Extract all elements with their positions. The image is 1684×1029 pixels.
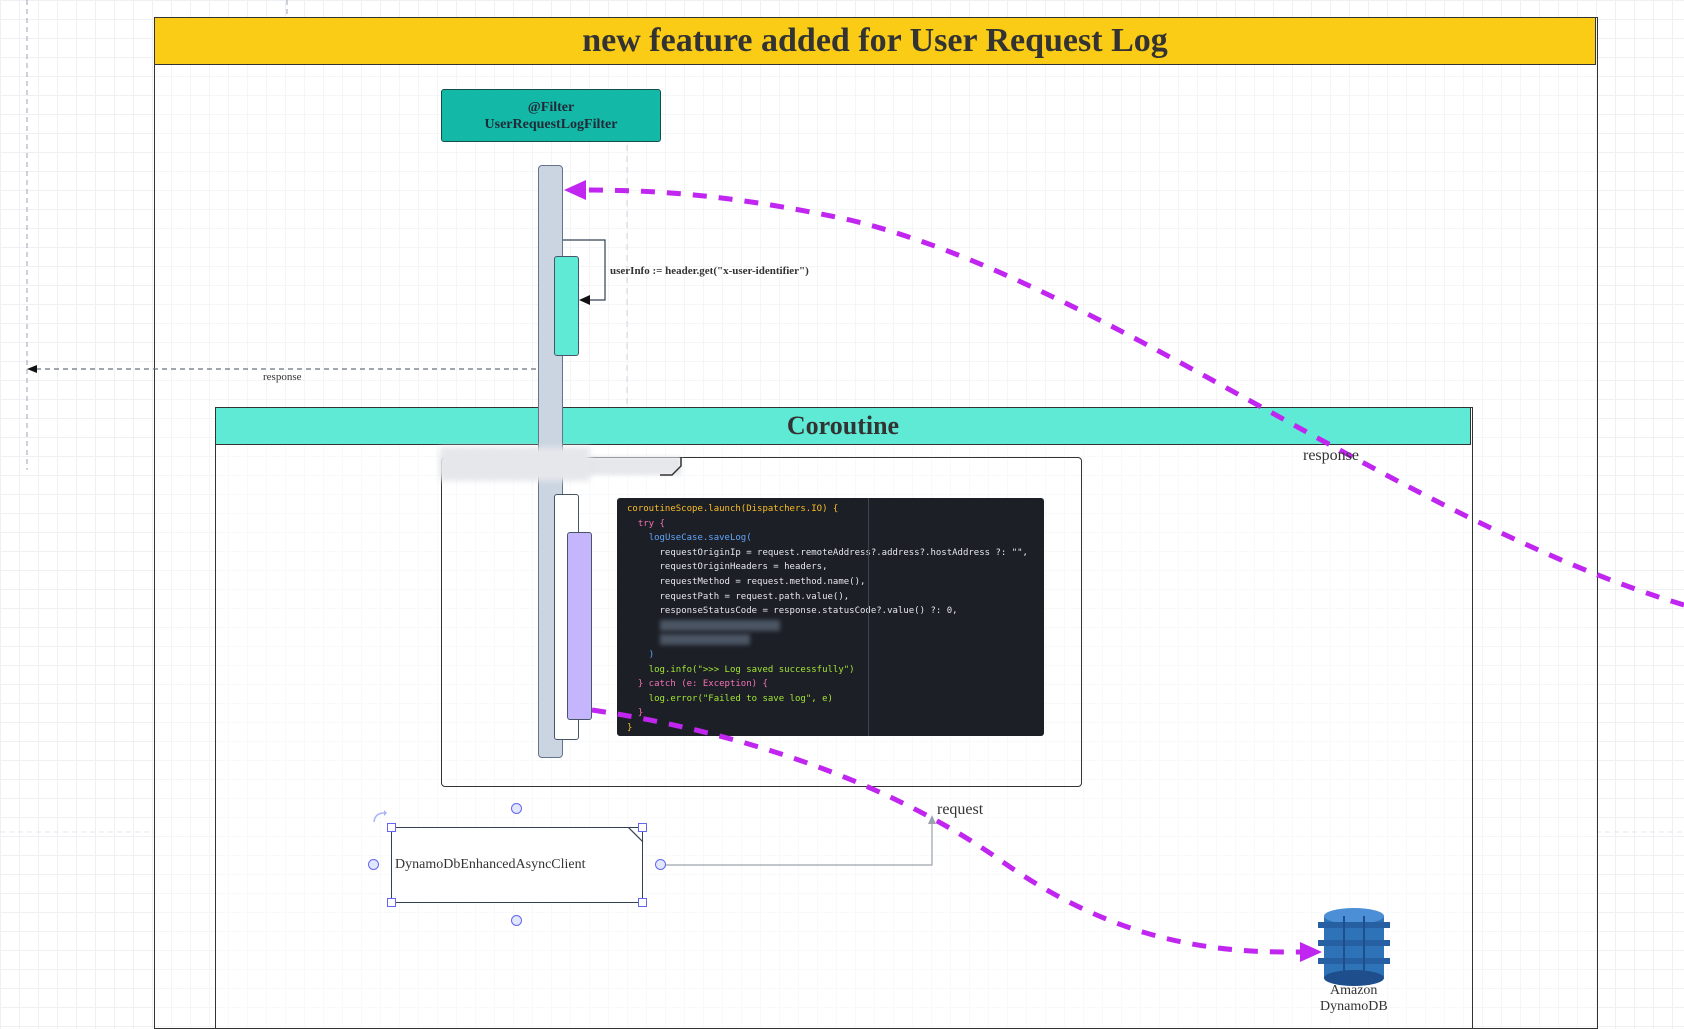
filter-name: UserRequestLogFilter bbox=[484, 116, 618, 132]
code-redacted-1 bbox=[659, 619, 780, 631]
fragment-tab-corner bbox=[660, 457, 682, 476]
connect-handle-right[interactable] bbox=[655, 859, 666, 870]
code-line-5: requestOriginHeaders = headers, bbox=[659, 562, 828, 573]
connect-handle-left[interactable] bbox=[368, 859, 379, 870]
code-line-13: } catch (e: Exception) { bbox=[637, 679, 768, 690]
dynamodb-client-node[interactable]: DynamoDbEnhancedAsyncClient bbox=[391, 827, 643, 903]
code-line-6: requestMethod = request.method.name(), bbox=[659, 576, 866, 587]
resize-handle-bottom-right[interactable] bbox=[638, 898, 647, 907]
code-snippet: coroutineScope.launch(Dispatchers.IO) { … bbox=[617, 498, 1044, 736]
resize-handle-top-right[interactable] bbox=[638, 823, 647, 832]
code-line-7: requestPath = request.path.value(), bbox=[659, 591, 850, 602]
rotate-handle-icon[interactable] bbox=[372, 810, 388, 824]
code-line-12: log.info(">>> Log saved successfully") bbox=[648, 664, 855, 675]
node-fold-corner bbox=[628, 827, 644, 843]
code-line-11: ) bbox=[648, 649, 655, 660]
code-line-2: try { bbox=[637, 518, 665, 529]
code-line-16: } bbox=[627, 722, 633, 733]
code-line-14: log.error("Failed to save log", e) bbox=[648, 693, 833, 704]
dynamodb-label-line2: DynamoDB bbox=[1320, 999, 1388, 1014]
amazon-dynamodb-icon[interactable] bbox=[1318, 908, 1390, 986]
request-label: request bbox=[937, 801, 984, 818]
filter-annotation: @Filter bbox=[527, 99, 575, 115]
self-call-label: userInfo := header.get("x-user-identifie… bbox=[610, 265, 809, 277]
dynamodb-client-label: DynamoDbEnhancedAsyncClient bbox=[395, 857, 586, 872]
frame-title: new feature added for User Request Log bbox=[154, 17, 1596, 65]
dynamodb-label-line1: Amazon bbox=[1330, 983, 1378, 998]
code-line-3: logUseCase.saveLog( bbox=[648, 533, 752, 544]
resize-handle-top-left[interactable] bbox=[387, 823, 396, 832]
code-line-8: responseStatusCode = response.statusCode… bbox=[659, 606, 958, 617]
connect-handle-bottom[interactable] bbox=[511, 915, 522, 926]
activation-userinfo[interactable] bbox=[554, 256, 579, 356]
connect-handle-top[interactable] bbox=[511, 803, 522, 814]
resize-handle-bottom-left[interactable] bbox=[387, 898, 396, 907]
coroutine-title: Coroutine bbox=[215, 407, 1471, 445]
code-line-1: coroutineScope.launch(Dispatchers.IO) { bbox=[627, 504, 839, 514]
code-line-15: } bbox=[637, 708, 644, 719]
response-left-label: response bbox=[263, 371, 302, 383]
response-right-label: response bbox=[1303, 447, 1359, 464]
filter-participant[interactable]: @Filter UserRequestLogFilter bbox=[441, 89, 661, 142]
activation-savelog[interactable] bbox=[567, 532, 592, 720]
code-line-4: requestOriginIp = request.remoteAddress?… bbox=[659, 547, 1028, 558]
combined-fragment[interactable] bbox=[441, 457, 1082, 787]
code-redacted-2 bbox=[659, 634, 750, 646]
redacted-overlay bbox=[440, 447, 590, 481]
